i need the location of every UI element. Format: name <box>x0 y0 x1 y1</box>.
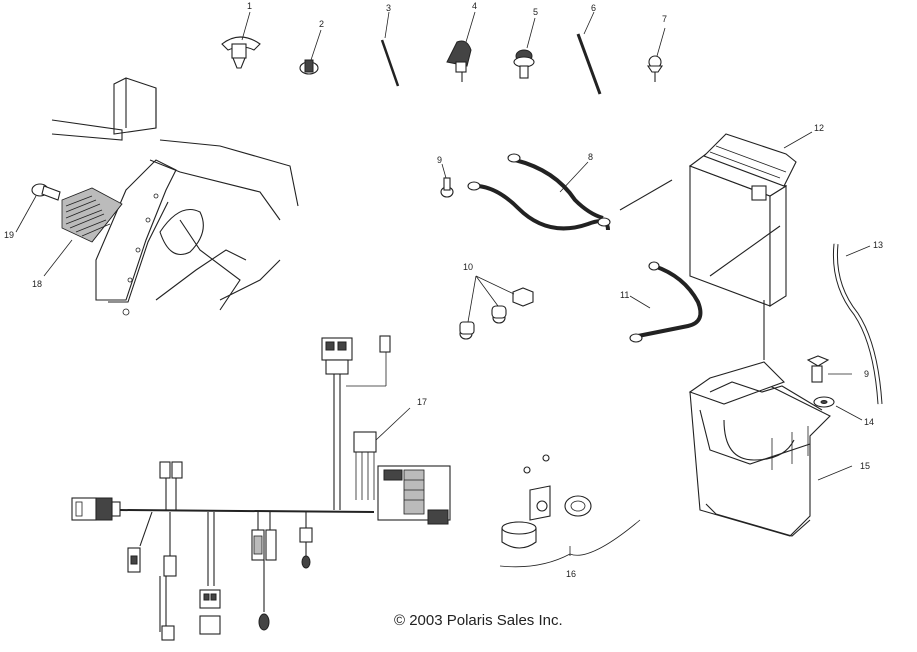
part-18-finned-block <box>43 187 123 277</box>
callout-3: 3 <box>386 3 391 13</box>
callout-8: 8 <box>588 152 593 162</box>
part-3-cable-tie <box>380 11 400 87</box>
callout-2: 2 <box>319 19 324 29</box>
callout-15: 15 <box>860 461 870 471</box>
part-14-washer <box>813 396 863 421</box>
callout-labels: 1 2 3 4 5 6 7 8 9 10 11 12 13 9 14 15 16… <box>4 1 883 579</box>
part-8-battery-cable <box>467 153 673 231</box>
part-1-push-rivet <box>221 11 261 69</box>
part-19-bolt <box>15 183 61 233</box>
callout-16: 16 <box>566 569 576 579</box>
part-5-clip <box>513 17 536 79</box>
callout-11: 11 <box>620 290 629 300</box>
callout-10: 10 <box>463 262 473 272</box>
wire-harness <box>71 335 451 641</box>
part-4-mount-clip <box>446 11 476 82</box>
part-6-cable-tie <box>576 11 602 95</box>
part-15-battery-box <box>688 361 853 537</box>
callout-9-lower: 9 <box>864 369 869 379</box>
callout-12: 12 <box>814 123 824 133</box>
callout-1: 1 <box>247 1 252 11</box>
callout-17: 17 <box>417 397 427 407</box>
copyright-text: © 2003 Polaris Sales Inc. <box>394 612 563 629</box>
callout-4: 4 <box>472 1 477 11</box>
callout-9-upper: 9 <box>437 155 442 165</box>
callout-13: 13 <box>873 240 883 250</box>
part-12-battery <box>688 131 813 360</box>
callout-6: 6 <box>591 3 596 13</box>
part-10-nuts <box>459 275 534 340</box>
callout-7: 7 <box>662 14 667 24</box>
part-2-clip <box>299 29 322 75</box>
part-7-fir-tree-clip <box>646 27 666 82</box>
callout-14: 14 <box>864 417 874 427</box>
callout-19: 19 <box>4 230 14 240</box>
callout-5: 5 <box>533 7 538 17</box>
part-11-negative-cable <box>629 261 703 343</box>
part-9-bolt-upper <box>440 163 454 198</box>
part-13-vent-tube <box>832 243 883 405</box>
part-16-components <box>499 454 641 568</box>
callout-18: 18 <box>32 279 42 289</box>
frame-bracket <box>51 77 299 316</box>
part-9-bolt-lower <box>806 355 852 383</box>
